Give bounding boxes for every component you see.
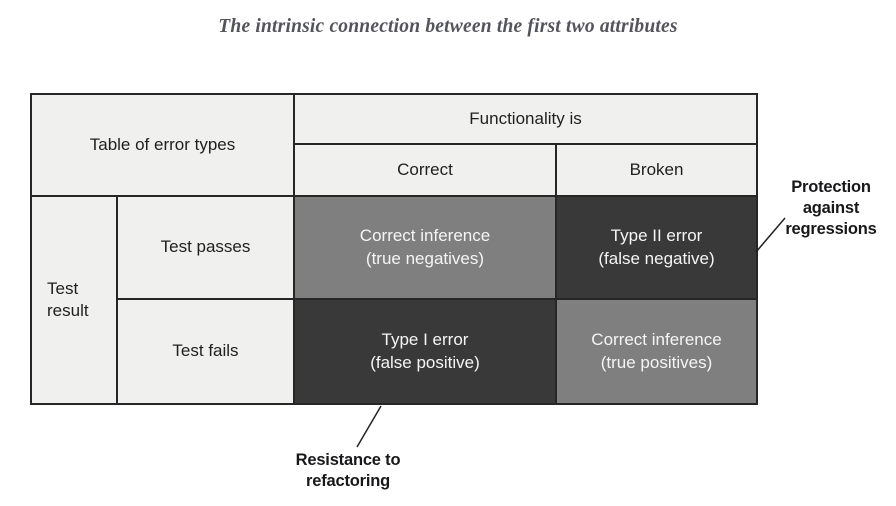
figure-title: The intrinsic connection between the fir… xyxy=(218,16,678,37)
cell-true-positives: Correct inference (true positives) xyxy=(557,300,756,403)
cell-type-1-error: Type I error (false positive) xyxy=(295,300,557,403)
row-header-test-fails: Test fails xyxy=(118,300,295,403)
error-types-table: Table of error types Functionality is Co… xyxy=(30,93,758,405)
annotation-resistance-to-refactoring: Resistance to refactoring xyxy=(295,451,401,490)
column-group-header-functionality: Functionality is xyxy=(295,95,756,145)
row-header-test-passes: Test passes xyxy=(118,197,295,300)
row-group-header-test-result: Test result xyxy=(32,197,118,403)
cell-type-2-error: Type II error (false negative) xyxy=(557,197,756,300)
column-header-broken: Broken xyxy=(557,145,756,197)
table-corner-label: Table of error types xyxy=(32,95,295,197)
leader-line-resistance xyxy=(356,405,382,448)
cell-true-negatives: Correct inference (true negatives) xyxy=(295,197,557,300)
annotation-protection-against-regressions: Protection against regressions xyxy=(785,178,877,238)
column-header-correct: Correct xyxy=(295,145,557,197)
